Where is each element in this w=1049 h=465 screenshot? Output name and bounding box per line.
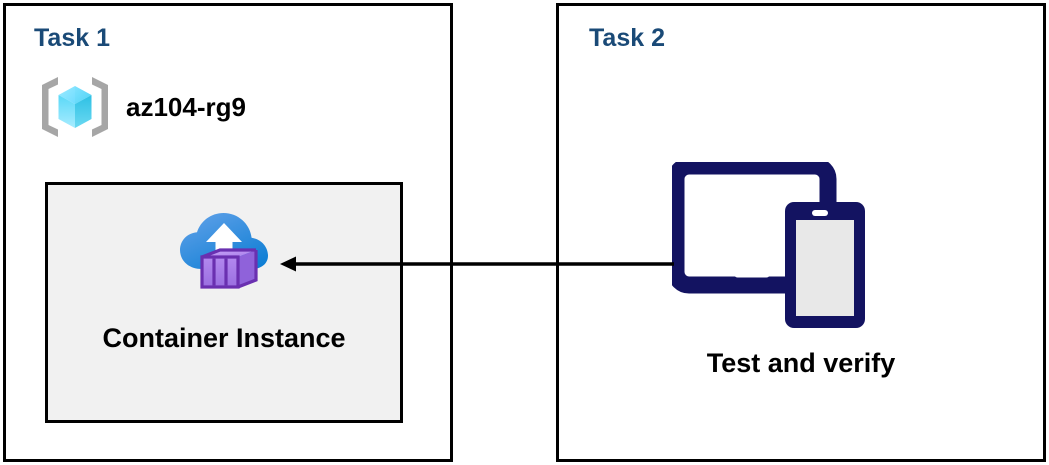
task-1-panel: Task 1 [3, 3, 453, 462]
devices-group [672, 162, 870, 332]
task2-to-container-instance-arrow [280, 256, 674, 272]
container-instance-box: Container Instance [45, 182, 403, 423]
test-and-verify-label: Test and verify [706, 348, 896, 378]
azure-resource-group-icon [42, 77, 108, 137]
resource-group-row: az104-rg9 [36, 68, 246, 146]
devices-tablet-phone-icon [672, 162, 865, 328]
resource-group-label: az104-rg9 [126, 92, 246, 122]
container-instance-label: Container Instance [102, 323, 346, 353]
azure-container-instance-icon [180, 213, 268, 289]
task-2-title: Task 2 [589, 24, 665, 52]
task-1-title: Task 1 [34, 24, 110, 52]
